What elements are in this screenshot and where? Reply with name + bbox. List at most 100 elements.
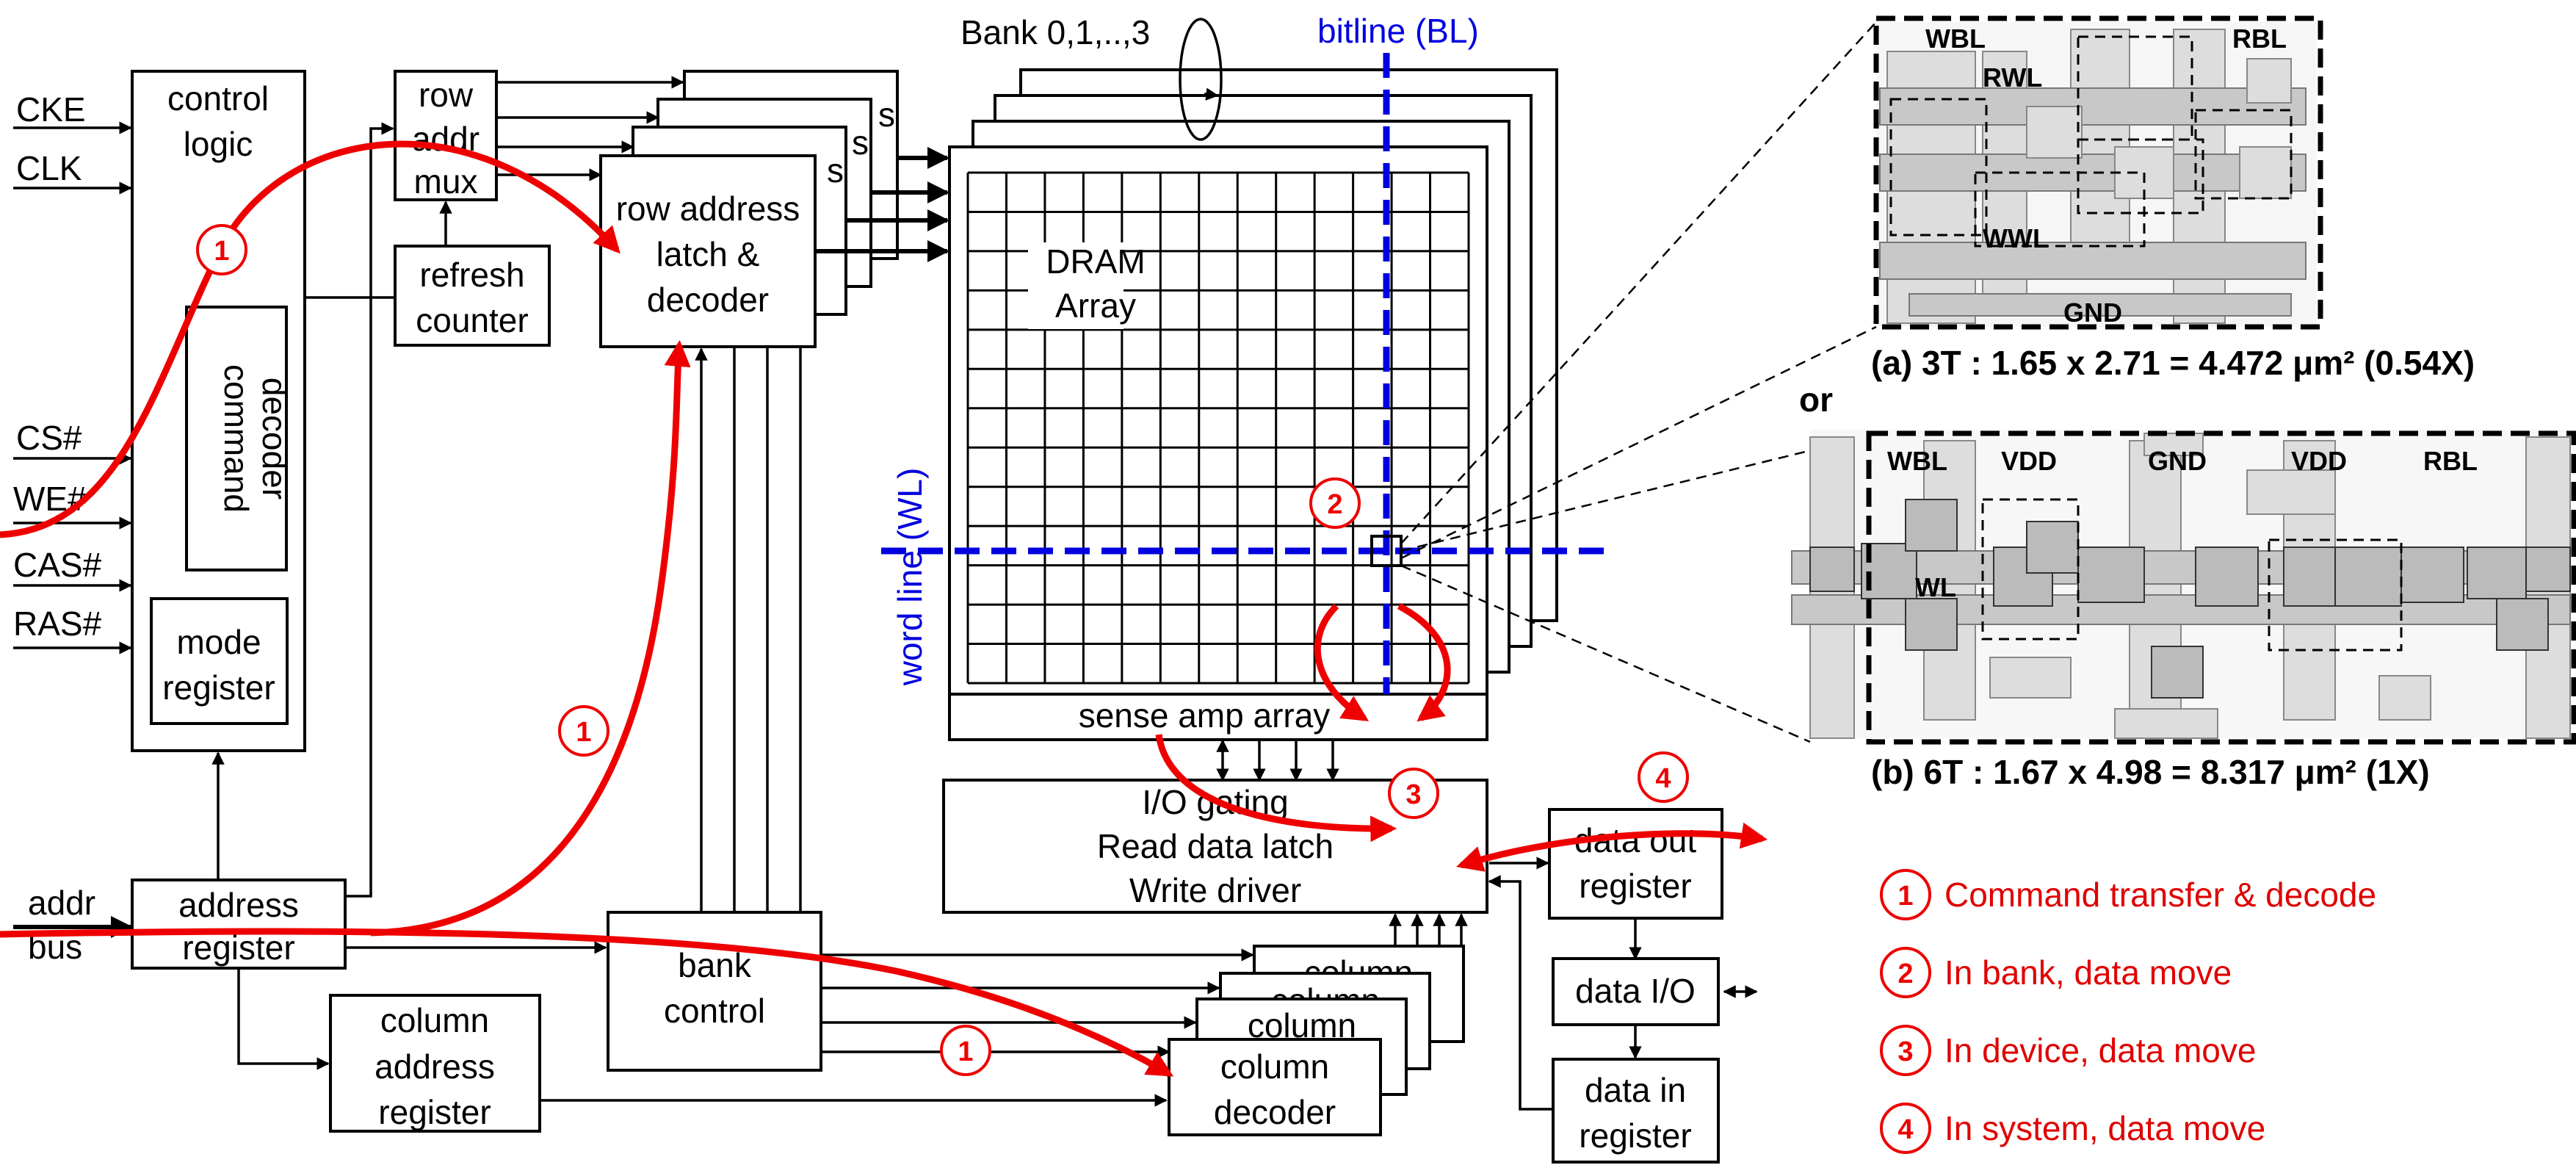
svg-text:CAS#: CAS# — [13, 546, 102, 584]
marker-4: 4 — [1638, 751, 1689, 803]
svg-text:decoder: decoder — [647, 281, 769, 319]
marker-1c: 1 — [940, 1025, 991, 1076]
mode-register-block: mode register — [150, 597, 289, 725]
dram-array-label: DRAM — [1046, 242, 1145, 281]
pin-clk: CLK — [13, 149, 132, 195]
pin-cs: CS# — [13, 419, 132, 465]
svg-text:register: register — [378, 1093, 491, 1131]
svg-text:s: s — [878, 95, 895, 134]
wordline-label: word line (WL) — [891, 468, 929, 687]
svg-text:2: 2 — [1897, 959, 1913, 989]
bank-label: Bank 0,1,..,3 — [960, 13, 1150, 51]
marker-1a: 1 — [196, 224, 247, 275]
svg-text:WBL: WBL — [1887, 446, 1947, 476]
dram-array-label-2: Array — [1055, 286, 1136, 325]
svg-text:3: 3 — [1897, 1036, 1913, 1067]
svg-text:1: 1 — [576, 717, 591, 748]
svg-text:command: command — [217, 364, 256, 513]
bank-ellipse — [1179, 18, 1223, 141]
svg-text:VDD: VDD — [2291, 446, 2347, 476]
svg-text:mode: mode — [176, 623, 261, 661]
row-addr-mux-block: row addr mux — [394, 70, 498, 201]
svg-text:4: 4 — [1655, 763, 1671, 794]
legend-item-4: 4 In system, data move — [1880, 1103, 2265, 1154]
svg-text:2: 2 — [1327, 489, 1342, 520]
svg-text:register: register — [1579, 867, 1691, 905]
data-io-block: data I/O — [1552, 957, 1720, 1026]
svg-text:In system, data move: In system, data move — [1944, 1109, 2265, 1147]
svg-text:In bank, data move: In bank, data move — [1944, 953, 2232, 992]
svg-text:CS#: CS# — [16, 419, 82, 457]
row-address-latch-stack: s s s row address latch & decoder — [599, 70, 899, 348]
svg-text:s: s — [852, 123, 869, 162]
layout-6t: WBL VDD GND VDD RBL WL — [1791, 430, 2576, 745]
column-address-register: column address register — [329, 994, 541, 1133]
svg-text:address: address — [375, 1047, 495, 1086]
svg-text:row address: row address — [616, 190, 800, 228]
svg-text:GND: GND — [2148, 446, 2207, 476]
svg-text:GND: GND — [2063, 297, 2122, 328]
svg-text:WE#: WE# — [13, 480, 87, 518]
data-out-register: data out register — [1548, 808, 1723, 920]
marker-3: 3 — [1388, 768, 1439, 819]
svg-text:register: register — [162, 668, 275, 707]
or-label: or — [1799, 380, 1833, 419]
pin-we: WE# — [13, 480, 132, 530]
svg-text:Read data latch: Read data latch — [1097, 827, 1334, 865]
pin-ras: RAS# — [13, 605, 132, 654]
pin-cas: CAS# — [13, 546, 132, 592]
svg-text:RBL: RBL — [2423, 446, 2478, 476]
svg-text:CKE: CKE — [16, 90, 86, 129]
svg-text:decoder: decoder — [256, 378, 294, 499]
svg-text:4: 4 — [1897, 1114, 1913, 1145]
svg-text:RAS#: RAS# — [13, 605, 102, 643]
layout-3t: WBL RBL RWL WWL GND — [1873, 15, 2323, 330]
svg-text:mux: mux — [414, 162, 478, 201]
svg-text:CLK: CLK — [16, 149, 82, 187]
svg-text:column: column — [380, 1001, 489, 1039]
svg-text:row: row — [419, 76, 474, 114]
addr-bus-label: addr — [28, 884, 95, 922]
svg-text:s: s — [827, 151, 844, 190]
address-register-block: address register — [131, 879, 347, 970]
svg-text:1: 1 — [214, 236, 229, 267]
dram-label-bg — [1028, 242, 1124, 329]
svg-text:Command transfer & decode: Command transfer & decode — [1944, 876, 2376, 914]
svg-text:RBL: RBL — [2232, 24, 2287, 54]
svg-text:control: control — [664, 992, 765, 1030]
svg-text:sense amp array: sense amp array — [1079, 696, 1331, 735]
svg-text:1: 1 — [1897, 881, 1913, 912]
pin-cke: CKE — [13, 90, 132, 134]
layout-6t-caption: (b) 6T : 1.67 x 4.98 = 8.317 μm² (1X) — [1871, 753, 2430, 791]
svg-text:data in: data in — [1585, 1071, 1686, 1109]
svg-text:control: control — [167, 79, 269, 118]
svg-text:WBL: WBL — [1925, 24, 1986, 54]
svg-text:column: column — [1220, 1047, 1329, 1086]
svg-text:latch &: latch & — [656, 235, 760, 273]
layout-3t-caption: (a) 3T : 1.65 x 2.71 = 4.472 μm² (0.54X) — [1871, 344, 2475, 382]
svg-text:register: register — [1579, 1117, 1691, 1155]
legend: 1 Command transfer & decode 2 In bank, dat… — [1880, 869, 2376, 1154]
data-in-register: data in register — [1552, 1058, 1720, 1164]
bitline-label: bitline (BL) — [1317, 12, 1479, 50]
svg-text:RWL: RWL — [1983, 62, 2042, 93]
svg-text:decoder: decoder — [1214, 1093, 1336, 1131]
svg-text:bank: bank — [678, 946, 752, 984]
svg-text:VDD: VDD — [2001, 446, 2057, 476]
marker-2: 2 — [1309, 477, 1361, 529]
svg-text:Write driver: Write driver — [1129, 871, 1301, 909]
column-decoder-stack: column column column column decoder — [1168, 945, 1465, 1136]
command-decoder-block: command decoder — [185, 306, 294, 571]
svg-text:logic: logic — [184, 125, 253, 163]
legend-item-2: 2 In bank, data move — [1880, 947, 2232, 998]
svg-text:1: 1 — [958, 1036, 973, 1067]
svg-text:counter: counter — [416, 301, 528, 339]
legend-item-1: 1 Command transfer & decode — [1880, 869, 2376, 920]
svg-text:refresh: refresh — [419, 256, 524, 294]
svg-text:address: address — [178, 886, 299, 924]
marker-1b: 1 — [558, 705, 609, 757]
sense-amp-array: sense amp array — [948, 693, 1488, 741]
svg-text:3: 3 — [1405, 779, 1421, 810]
